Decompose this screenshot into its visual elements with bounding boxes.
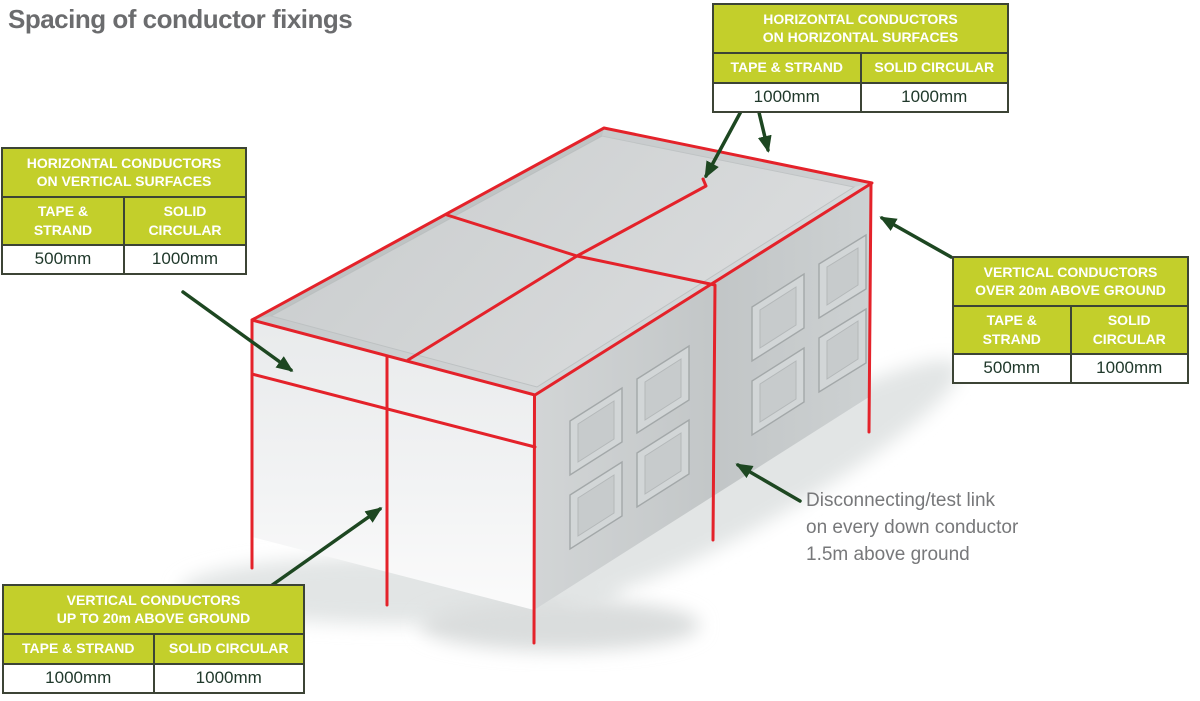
wall-horizontal-conductor — [250, 372, 537, 449]
roof-cross-conductor-transverse — [445, 213, 717, 542]
down-conductor-front-corner — [532, 393, 536, 645]
value-tape-strand: 1000mm — [714, 83, 860, 111]
value-solid-circular: 1000mm — [1071, 355, 1187, 383]
down-conductor-right-corner — [867, 182, 873, 434]
value-tape-strand: 500mm — [954, 355, 1070, 383]
callout-horizontal-on-vertical: HORIZONTAL CONDUCTORS ON VERTICAL SURFAC… — [1, 147, 247, 276]
callout-title: VERTICAL CONDUCTORS UP TO 20m ABOVE GROU… — [4, 586, 303, 636]
value-tape-strand: 500mm — [3, 246, 123, 274]
building — [252, 128, 872, 610]
value-solid-circular: 1000mm — [125, 246, 245, 274]
callout-title: HORIZONTAL CONDUCTORS ON HORIZONTAL SURF… — [714, 5, 1007, 55]
column-header-solid-circular: SOLID CIRCULAR — [154, 635, 303, 665]
conductor-lines — [250, 126, 874, 645]
column-header-tape-strand: TAPE & STRAND — [714, 54, 860, 84]
column-header-solid-circular: SOLID CIRCULAR — [125, 198, 245, 247]
value-solid-circular: 1000mm — [154, 664, 303, 692]
column-header-tape-strand: TAPE & STRAND — [954, 307, 1070, 356]
callout-vertical-up-to-20m: VERTICAL CONDUCTORS UP TO 20m ABOVE GROU… — [2, 584, 305, 694]
column-header-solid-circular: SOLID CIRCULAR — [861, 54, 1007, 84]
callout-title: VERTICAL CONDUCTORS OVER 20m ABOVE GROUN… — [954, 258, 1187, 308]
arrow-top-callout-left — [704, 102, 747, 179]
arrow-disconnect-note — [735, 463, 802, 503]
callout-horizontal-on-horizontal: HORIZONTAL CONDUCTORS ON HORIZONTAL SURF… — [712, 3, 1009, 113]
value-solid-circular: 1000mm — [861, 83, 1007, 111]
arrow-left-callout — [181, 290, 294, 372]
column-header-tape-strand: TAPE & STRAND — [3, 198, 123, 247]
callout-title: HORIZONTAL CONDUCTORS ON VERTICAL SURFAC… — [3, 149, 245, 199]
column-header-tape-strand: TAPE & STRAND — [4, 635, 153, 665]
pointer-arrows — [181, 102, 953, 590]
arrow-right-callout — [879, 216, 953, 259]
arrow-bottom-callout — [266, 507, 383, 590]
value-tape-strand: 1000mm — [4, 664, 153, 692]
roof-cross-conductor-longitudinal — [406, 177, 708, 362]
page-title: Spacing of conductor fixings — [8, 4, 353, 34]
disconnect-note: Disconnecting/test link on every down co… — [806, 490, 1019, 565]
column-header-solid-circular: SOLID CIRCULAR — [1071, 307, 1187, 356]
callout-vertical-over-20m: VERTICAL CONDUCTORS OVER 20m ABOVE GROUN… — [952, 256, 1189, 385]
window-panes — [577, 247, 859, 537]
